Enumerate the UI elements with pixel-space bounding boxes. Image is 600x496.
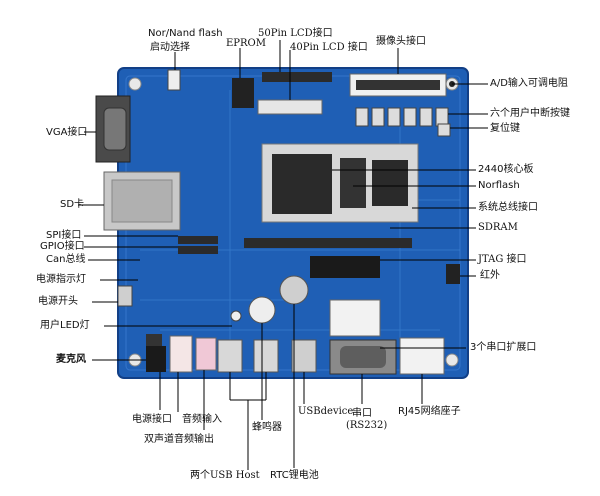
eprom-chip: [232, 78, 254, 108]
label-buzzer: 蜂鸣器: [252, 422, 282, 433]
boot-switch: [167, 69, 181, 91]
power-jack: [146, 334, 162, 346]
label-can: Can总线: [46, 254, 86, 265]
norflash-chip: [340, 158, 366, 208]
mount-hole: [445, 353, 459, 367]
label-power-jack: 电源接口: [132, 414, 172, 425]
usb-host-port: [253, 339, 279, 373]
label-nor-nand-flash: Nor/Nand flash: [148, 28, 223, 39]
label-mic: 麦克风: [56, 354, 86, 365]
cpu-chip: [272, 154, 332, 214]
label-adc: A/D输入可调电阻: [490, 78, 568, 89]
stereo-out-jack: [195, 337, 217, 371]
label-rs232: (RS232): [346, 420, 388, 431]
user-led: [230, 310, 242, 322]
reset-key: [437, 123, 451, 137]
label-camera: 摄像头接口: [376, 36, 426, 47]
sysbus-header: [244, 238, 412, 248]
label-power-switch: 电源开头: [38, 296, 78, 307]
label-sd: SD卡: [60, 199, 85, 210]
user-keys-row: [355, 107, 449, 127]
mount-hole: [128, 77, 142, 91]
lcd50-header: [262, 72, 332, 82]
rtc-battery: [279, 275, 309, 305]
uart-ext-header: [329, 299, 381, 337]
mic-jack: [146, 346, 166, 372]
label-lcd40: 40Pin LCD 接口: [290, 42, 368, 53]
label-audio-in: 音频输入: [182, 414, 222, 425]
label-power-led: 电源指示灯: [36, 274, 86, 285]
label-core2440: 2440核心板: [478, 164, 534, 175]
usb-host-port: [217, 339, 243, 373]
label-usb-device: USBdevice: [298, 406, 354, 417]
label-spi: SPI接口: [46, 230, 82, 241]
label-sdram: SDRAM: [478, 222, 518, 233]
jtag-header: [310, 256, 380, 278]
label-gpio: GPIO接口: [40, 241, 85, 252]
label-user-led: 用户LED灯: [40, 320, 90, 331]
lcd40-header: [257, 99, 323, 115]
label-vga: VGA接口: [46, 127, 88, 138]
label-lcd50: 50Pin LCD接口: [258, 28, 333, 39]
label-jtag: JTAG 接口: [478, 254, 527, 265]
label-rj45: RJ45网络座子: [398, 406, 461, 417]
label-ir: 红外: [480, 270, 500, 281]
leader-lines: [78, 40, 488, 470]
label-uart-ext: 3个串口扩展口: [470, 342, 537, 353]
label-sysbus: 系统总线接口: [478, 202, 538, 213]
label-rtc: RTC锂电池: [270, 470, 319, 481]
label-norflash: Norflash: [478, 180, 520, 191]
label-reset: 复位键: [490, 123, 520, 134]
sdram-chip: [372, 160, 408, 206]
buzzer: [248, 296, 276, 324]
label-serial: 串口: [352, 408, 372, 419]
label-usb-host: 两个USB Host: [190, 470, 260, 481]
gpio-header: [178, 246, 218, 254]
power-switch: [117, 285, 133, 307]
label-user-keys: 六个用户中断按键: [490, 108, 570, 119]
label-stereo-out: 双声道音频输出: [144, 434, 214, 445]
usb-device-port: [291, 339, 317, 373]
label-eprom: EPROM: [226, 38, 266, 49]
audio-in-jack: [169, 335, 193, 373]
rj45-jack: [399, 337, 445, 375]
spi-header: [178, 236, 218, 244]
ir-receiver: [446, 264, 460, 284]
label-boot-select: 启动选择: [150, 42, 190, 53]
